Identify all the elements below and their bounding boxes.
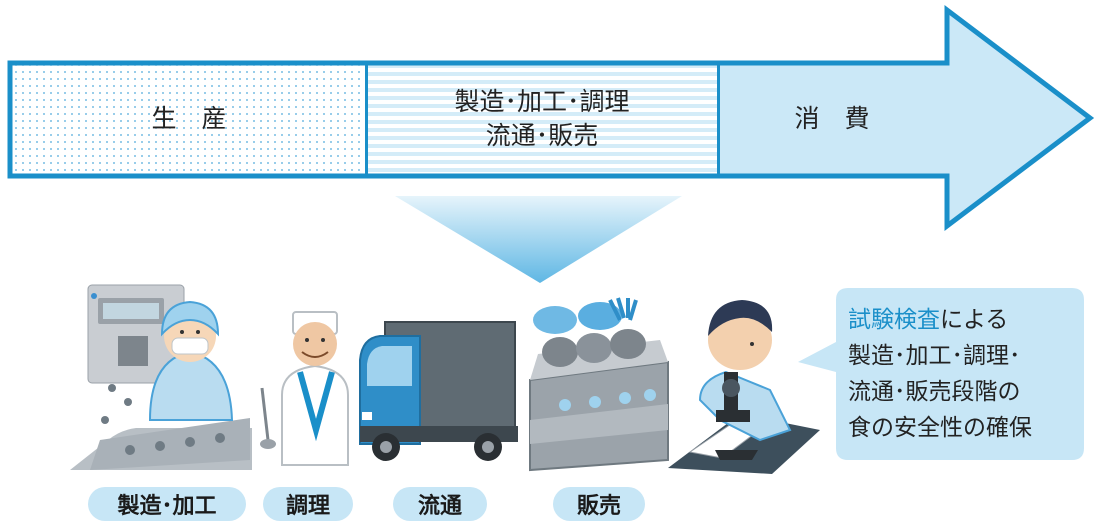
label-distribution: 流通 <box>393 487 487 521</box>
stage-consumption-label: 消 費 <box>718 65 946 173</box>
bubble-line-1: 試験検査による <box>848 302 1078 338</box>
bubble-line-2: 製造･加工･調理･ <box>848 343 1021 369</box>
bubble-line-4: 食の安全性の確保 <box>848 415 1032 441</box>
stage-middle-area <box>366 65 719 174</box>
stage-middle-line2: 流通･販売 <box>485 121 599 150</box>
stage-middle-label: 製造･加工･調理 流通･販売 <box>366 65 718 173</box>
manufacturing-illustration <box>70 284 252 470</box>
label-sales: 販売 <box>553 487 645 521</box>
stage-middle-line1: 製造･加工･調理 <box>454 87 630 116</box>
bubble-text: 試験検査による 製造･加工･調理･ 流通･販売段階の 食の安全性の確保 <box>848 302 1078 446</box>
stage-consumption-text: 消 費 <box>794 104 870 133</box>
truck-illustration <box>359 321 518 461</box>
process-arrow <box>7 4 1095 232</box>
market-illustration <box>529 297 669 472</box>
speech-bubble <box>798 288 1084 460</box>
scientist-illustration <box>668 300 820 474</box>
chef-illustration <box>260 311 349 466</box>
bubble-line-3: 流通･販売段階の <box>848 379 1021 405</box>
label-cooking: 調理 <box>263 487 353 521</box>
stage-production-text: 生 産 <box>151 104 227 133</box>
label-manufacturing: 製造･加工 <box>88 487 246 521</box>
bubble-line-1-rest: による <box>940 307 1009 333</box>
stage-production-label: 生 産 <box>12 65 366 173</box>
down-triangle <box>395 196 682 283</box>
bubble-highlight: 試験検査 <box>848 307 940 333</box>
